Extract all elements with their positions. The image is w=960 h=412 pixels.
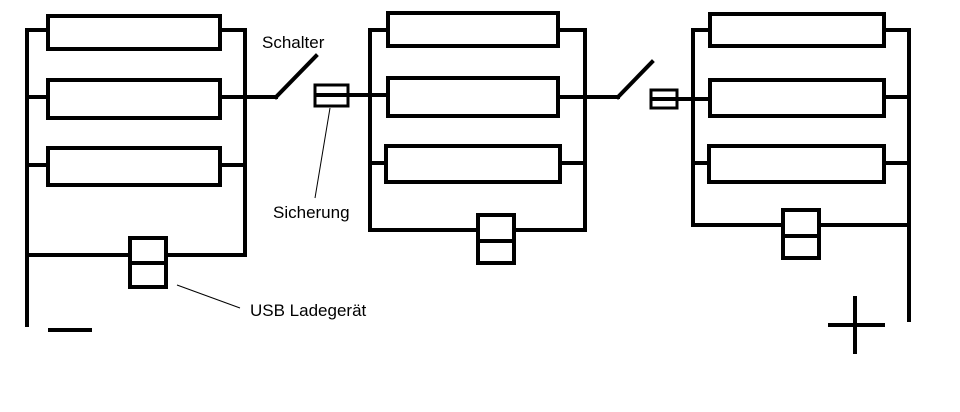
battery-block-2 xyxy=(368,11,587,265)
fuse-label: Sicherung xyxy=(273,203,350,222)
battery-block-3 xyxy=(691,12,911,322)
battery-cell xyxy=(708,78,886,118)
battery-block-1 xyxy=(25,14,247,327)
usb-charger xyxy=(781,208,821,260)
usb-charger xyxy=(476,213,516,265)
battery-cell xyxy=(386,11,560,48)
switch-2 xyxy=(583,59,655,100)
fuse-1 xyxy=(313,83,392,108)
fuse-leader-line xyxy=(314,107,331,199)
usb-leader-line xyxy=(176,284,241,309)
switch-label: Schalter xyxy=(262,33,325,52)
battery-cell xyxy=(46,78,222,120)
switch-1 xyxy=(243,53,319,100)
positive-terminal-icon xyxy=(828,296,885,354)
battery-cell xyxy=(384,144,562,184)
battery-cell xyxy=(46,14,222,51)
battery-cell xyxy=(707,144,886,184)
battery-cell xyxy=(708,12,886,48)
battery-cell xyxy=(46,146,222,187)
battery-cell xyxy=(386,76,560,118)
usb-charger-label: USB Ladegerät xyxy=(250,301,367,320)
usb-charger xyxy=(128,236,168,289)
fuse-2 xyxy=(649,88,714,110)
